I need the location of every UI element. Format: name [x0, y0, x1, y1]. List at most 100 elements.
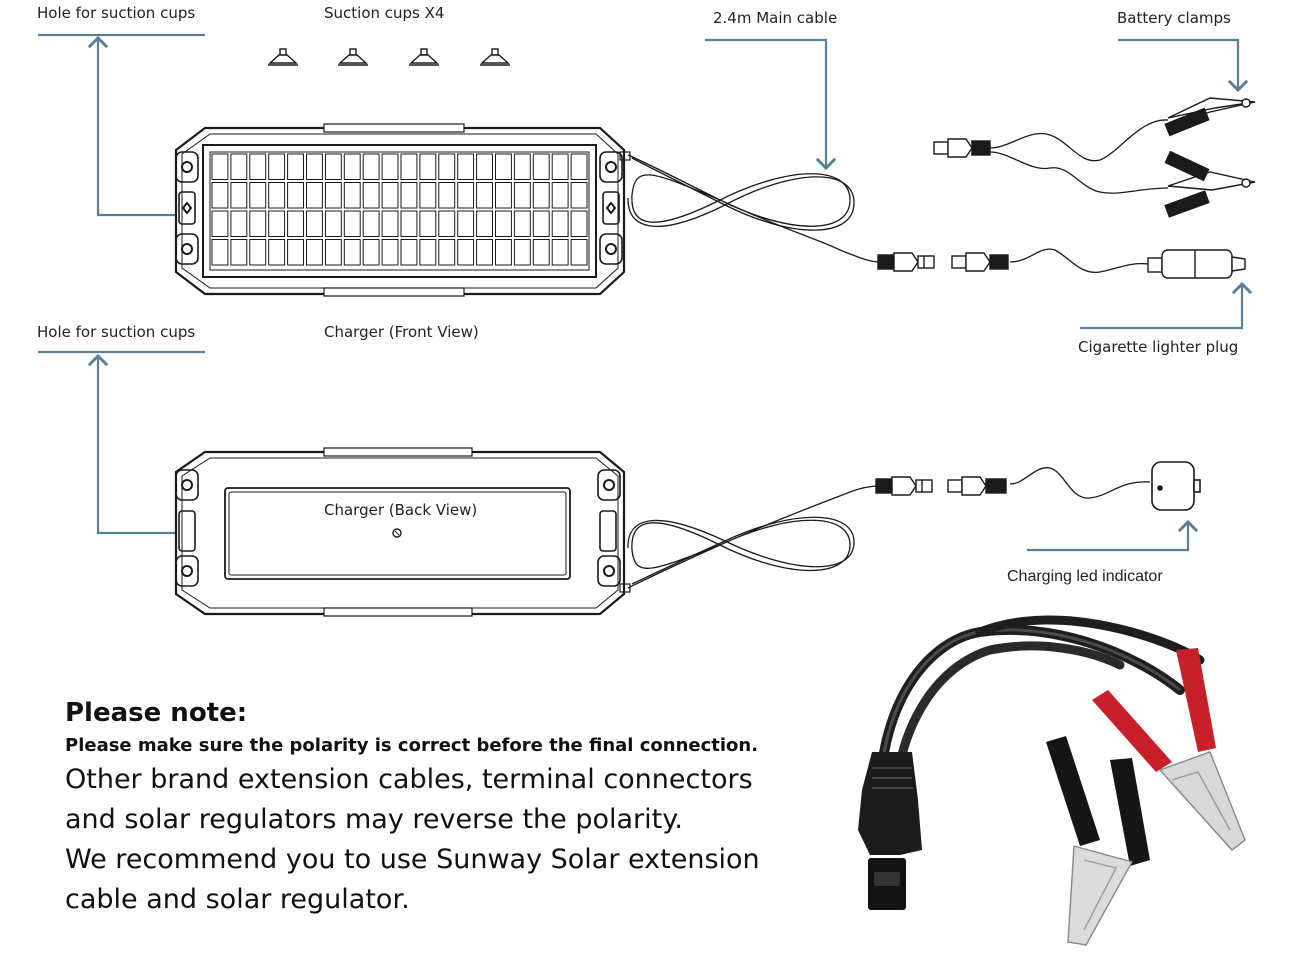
solar-cell	[211, 239, 229, 266]
polarity-note: Please note: Please make sure the polari…	[65, 698, 825, 920]
solar-cell	[287, 239, 305, 266]
solar-cell	[457, 210, 475, 237]
solar-panel-front	[174, 123, 631, 297]
solar-cell	[381, 239, 399, 266]
solar-cell	[362, 182, 380, 209]
connector-plug	[933, 138, 991, 158]
solar-cell	[324, 210, 342, 237]
hole-front-arrow	[87, 35, 175, 217]
solar-cell	[438, 239, 456, 266]
solar-cell	[249, 210, 267, 237]
note-warning: Please make sure the polarity is correct…	[65, 735, 759, 757]
solar-cell	[495, 153, 512, 180]
solar-cell	[457, 239, 475, 266]
solar-panel-back	[174, 447, 631, 617]
led-indicator-arrow	[1027, 519, 1199, 552]
battery-clamp	[1164, 97, 1256, 137]
solar-cell	[438, 153, 456, 180]
solar-cell	[381, 182, 399, 209]
solar-cell	[513, 239, 531, 266]
cables-top	[627, 119, 1169, 273]
solar-cell	[287, 210, 305, 237]
solar-cell	[532, 239, 550, 266]
solar-cell	[381, 153, 399, 180]
solar-cell	[306, 153, 323, 180]
solar-cell	[324, 239, 342, 266]
solar-cell	[362, 153, 380, 180]
solar-cell	[551, 182, 569, 209]
suction-cups	[268, 48, 510, 66]
solar-cell	[381, 210, 399, 237]
solar-cell	[476, 210, 494, 237]
solar-cell	[287, 182, 305, 209]
solar-cell	[343, 182, 361, 209]
solar-cell	[476, 239, 494, 266]
solar-cell	[230, 153, 248, 180]
solar-cell	[570, 210, 588, 237]
solar-cell	[570, 153, 588, 180]
solar-cell	[438, 210, 456, 237]
solar-cell	[306, 210, 323, 237]
connector-plug	[947, 476, 1007, 496]
solar-cell	[343, 210, 361, 237]
solar-cell	[268, 210, 286, 237]
suction-cup-icon	[480, 48, 510, 66]
charger-front-label: Charger (Front View)	[324, 323, 479, 341]
solar-cell	[551, 210, 569, 237]
solar-cell	[211, 153, 229, 180]
solar-cell	[438, 182, 456, 209]
solar-cell	[570, 182, 588, 209]
solar-cell	[362, 239, 380, 266]
suction-cup-icon	[268, 48, 298, 66]
cables-bottom	[627, 467, 1151, 589]
solar-cell	[230, 210, 248, 237]
solar-cell	[324, 153, 342, 180]
led-indicator	[1151, 461, 1201, 511]
solar-cell	[249, 182, 267, 209]
solar-cell	[419, 182, 437, 209]
solar-cell	[532, 210, 550, 237]
solar-cell	[306, 239, 323, 266]
battery-clamps-arrow	[1118, 38, 1249, 93]
connector-plug	[875, 476, 933, 496]
main-cable-label: 2.4m Main cable	[713, 9, 838, 27]
solar-cell	[268, 239, 286, 266]
solar-cell	[513, 182, 531, 209]
solar-cell	[230, 239, 248, 266]
solar-cell	[513, 153, 531, 180]
solar-cell	[362, 210, 380, 237]
solar-cell	[249, 239, 267, 266]
main-cable-arrow	[705, 38, 837, 171]
solar-cell	[324, 182, 342, 209]
solar-cell	[532, 182, 550, 209]
solar-cell	[495, 210, 512, 237]
battery-clamp	[1164, 150, 1256, 218]
charger-back-label: Charger (Back View)	[324, 501, 478, 519]
battery-clamps-label: Battery clamps	[1117, 9, 1231, 27]
cigarette-plug-arrow	[1080, 281, 1253, 330]
connector-plug	[877, 252, 935, 272]
solar-cell	[551, 239, 569, 266]
hole-back-arrow	[87, 353, 175, 535]
solar-cell	[513, 210, 531, 237]
suction-cups-label: Suction cups X4	[324, 4, 445, 22]
solar-cell	[400, 153, 418, 180]
hole-back-label: Hole for suction cups	[37, 323, 196, 341]
solar-cell	[532, 153, 550, 180]
solar-cell	[419, 239, 437, 266]
note-heading: Please note:	[65, 698, 248, 728]
solar-cell	[476, 182, 494, 209]
led-indicator-label: Charging led indicator	[1007, 568, 1163, 585]
callout-lines	[38, 33, 1253, 552]
clamp-cable-photo	[858, 615, 1246, 946]
hole-front-label: Hole for suction cups	[37, 4, 196, 22]
solar-cell	[419, 210, 437, 237]
solar-cell	[476, 153, 494, 180]
solar-cell	[249, 153, 267, 180]
solar-cell	[268, 153, 286, 180]
solar-cell	[551, 153, 569, 180]
solar-cell	[400, 210, 418, 237]
solar-cell	[400, 182, 418, 209]
cigarette-plug-label: Cigarette lighter plug	[1078, 338, 1239, 356]
